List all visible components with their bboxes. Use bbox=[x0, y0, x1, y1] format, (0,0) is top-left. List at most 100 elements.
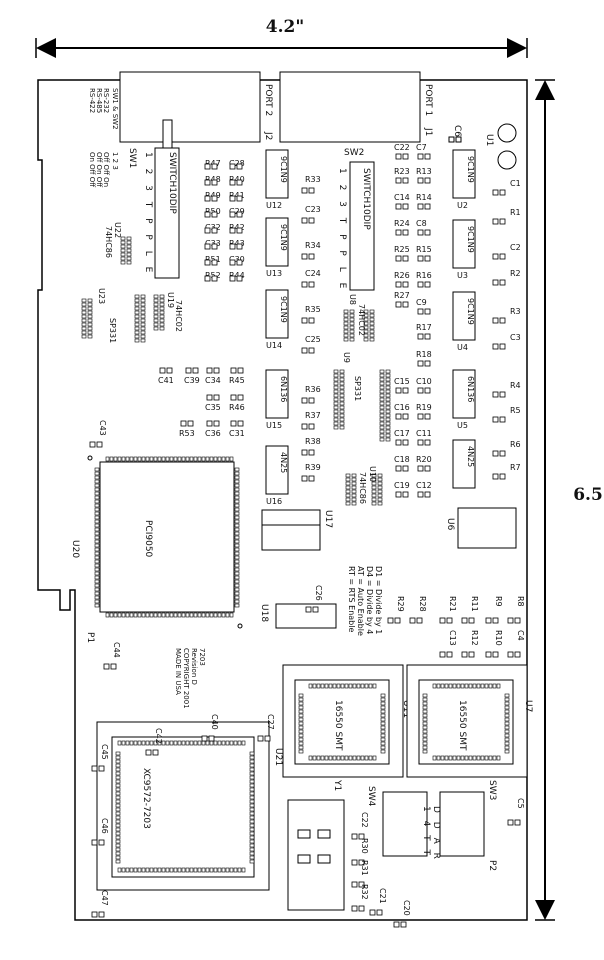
pad-r15 bbox=[417, 255, 431, 262]
label-c3: C3 bbox=[510, 333, 521, 342]
opto-ref-u4: U4 bbox=[457, 343, 468, 352]
sw3-switch: SW3 bbox=[439, 780, 497, 857]
pad-c21 bbox=[369, 909, 383, 916]
label-r9: R9 bbox=[494, 596, 503, 607]
pad-c18 bbox=[395, 465, 409, 472]
u9-ref: U9 bbox=[342, 352, 351, 363]
pad-c24 bbox=[301, 281, 315, 288]
label-c47: C47 bbox=[100, 890, 109, 906]
pad-c25 bbox=[301, 347, 315, 354]
pad-r1 bbox=[492, 218, 506, 225]
sw1-positions: 1 2 3 T P P L E bbox=[143, 152, 153, 276]
svg-text:D D A R: D D A R bbox=[431, 806, 441, 862]
width-dimension: 4.2" bbox=[35, 17, 528, 58]
u1-label: U1 bbox=[484, 134, 494, 146]
height-label: 6.5 bbox=[573, 485, 603, 505]
pad-c14 bbox=[395, 203, 409, 210]
p2-label: P2 bbox=[487, 860, 497, 871]
opto-part-u4: 9C1N9 bbox=[466, 298, 475, 325]
u23-pins-a bbox=[81, 298, 87, 339]
u19-pins-b bbox=[140, 294, 146, 343]
svg-text:SW3: SW3 bbox=[487, 780, 497, 800]
opto-ref-u12: U12 bbox=[266, 201, 282, 210]
pad-r8 bbox=[507, 617, 521, 624]
u11-label: U11 bbox=[401, 700, 411, 718]
pad-c34 bbox=[206, 367, 220, 374]
label-c29: C29 bbox=[229, 207, 245, 216]
u19-ref: U19 bbox=[166, 292, 175, 308]
label-r18: R18 bbox=[416, 350, 432, 359]
u11-pins-bottom bbox=[308, 755, 377, 761]
pad-c26 bbox=[305, 606, 319, 613]
label-r25: R25 bbox=[394, 245, 410, 254]
label-c19: C19 bbox=[394, 481, 410, 490]
label-r21: R21 bbox=[448, 596, 457, 612]
u19b-pins-b bbox=[159, 294, 165, 331]
width-label: 4.2" bbox=[266, 17, 304, 37]
label-c42: C42 bbox=[154, 728, 163, 744]
sw2-positions: 1 2 3 T P P L E bbox=[337, 168, 347, 292]
opto-ref-u14: U14 bbox=[266, 341, 282, 350]
u8-part: 74HC02 bbox=[357, 304, 366, 336]
svg-text:D4 = Divide by 4: D4 = Divide by 4 bbox=[365, 566, 374, 634]
pad-c5 bbox=[507, 819, 521, 826]
pad-r35 bbox=[301, 317, 315, 324]
pad-r38 bbox=[301, 449, 315, 456]
u9-pins-a bbox=[333, 369, 339, 430]
label-r5: R5 bbox=[510, 406, 521, 415]
svg-text:Y1: Y1 bbox=[332, 779, 342, 791]
pad-r26 bbox=[395, 281, 409, 288]
label-c31: C31 bbox=[229, 429, 245, 438]
pad-r31 bbox=[351, 881, 365, 888]
pad-c40 bbox=[201, 735, 215, 742]
u9-pins-b bbox=[339, 369, 345, 430]
legend-row2: Off Off On bbox=[102, 152, 110, 187]
label-c20: C20 bbox=[402, 900, 411, 916]
svg-text:MADE IN USA: MADE IN USA bbox=[174, 648, 182, 695]
svg-text:SW4: SW4 bbox=[366, 786, 376, 807]
pad-r51 bbox=[204, 259, 218, 266]
pad-r46 bbox=[230, 394, 244, 401]
pad-c39 bbox=[185, 367, 199, 374]
u19b-pins-a bbox=[153, 294, 159, 331]
pad-c31 bbox=[230, 420, 244, 427]
label-c9: C9 bbox=[416, 298, 427, 307]
pad-r5 bbox=[492, 416, 506, 423]
label-r43: R43 bbox=[229, 239, 245, 248]
pad-r23 bbox=[395, 177, 409, 184]
pad-r27 bbox=[395, 301, 409, 308]
u23-pins-b bbox=[87, 298, 93, 339]
u7-part: 16550 SMT bbox=[457, 700, 467, 751]
pad-c29 bbox=[229, 211, 243, 218]
pad-c9 bbox=[417, 308, 431, 315]
label-r41: R41 bbox=[229, 191, 245, 200]
label-r38: R38 bbox=[305, 437, 321, 446]
pad-c22b bbox=[351, 833, 365, 840]
pad-r28 bbox=[409, 617, 423, 624]
u6-component: U6 bbox=[445, 507, 517, 549]
pad-c30 bbox=[229, 259, 243, 266]
svg-text:RT = RTS Enable: RT = RTS Enable bbox=[347, 566, 356, 632]
opto-part-u12: 9C1N9 bbox=[279, 156, 288, 183]
svg-text:D1 = Divide by 1: D1 = Divide by 1 bbox=[374, 566, 383, 634]
label-r34: R34 bbox=[305, 241, 321, 250]
label-r31: R31 bbox=[360, 860, 369, 876]
label-c24: C24 bbox=[305, 269, 321, 278]
sw2-dip-part: SWITCH10DIP bbox=[361, 168, 371, 230]
label-r30: R30 bbox=[360, 838, 369, 854]
label-r10: R10 bbox=[494, 630, 503, 646]
opto-ref-u5: U5 bbox=[457, 421, 468, 430]
svg-text:U18: U18 bbox=[259, 604, 269, 622]
pad-r12 bbox=[461, 651, 475, 658]
label-r28: R28 bbox=[418, 596, 427, 612]
label-c39: C39 bbox=[184, 376, 200, 385]
u19-pins-a bbox=[134, 294, 140, 343]
pad-r50 bbox=[204, 211, 218, 218]
pad-c7 bbox=[417, 153, 431, 160]
opto-ref-u13: U13 bbox=[266, 269, 282, 278]
sw1-dip-switch: SW1 SWITCH10DIP 1 2 3 T P P L E bbox=[127, 119, 180, 279]
label-c8: C8 bbox=[416, 219, 427, 228]
